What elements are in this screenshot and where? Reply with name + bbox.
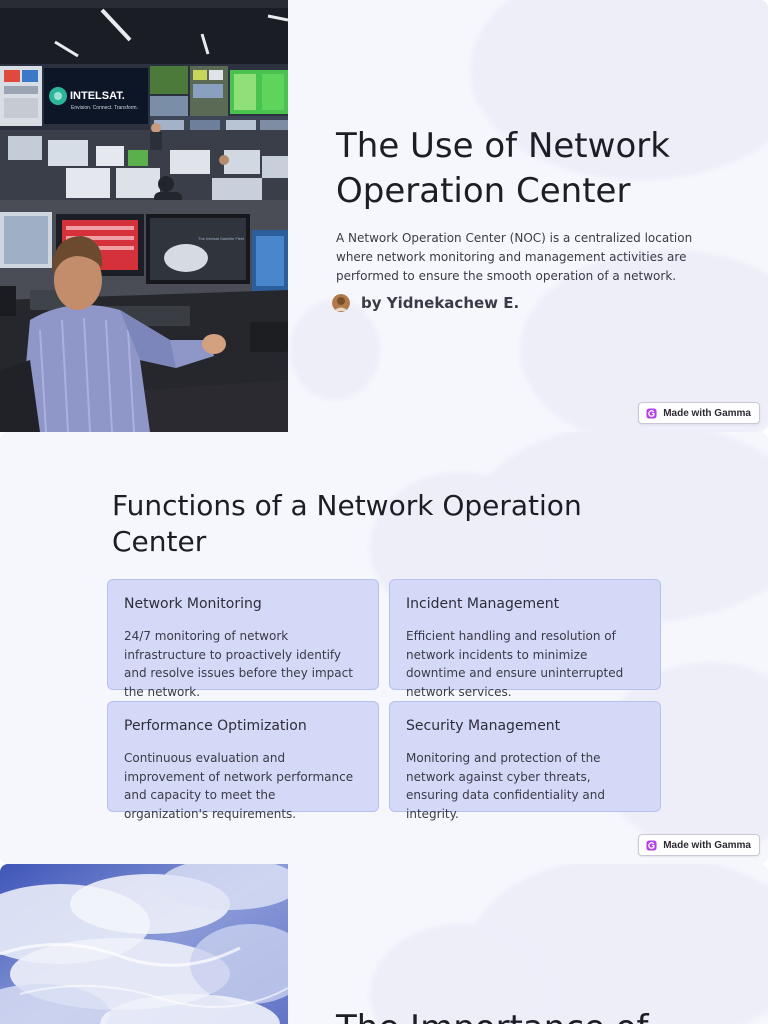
slide-3-title: The Importance of <box>336 1006 736 1024</box>
avatar-icon <box>332 294 350 312</box>
intelsat-logo-text: INTELSAT. <box>70 90 125 102</box>
noc-photo-illustration: INTELSAT. Envision. Connect. Transform. <box>0 0 288 432</box>
intelsat-tagline: Envision. Connect. Transform. <box>71 105 138 111</box>
function-card-incident-management: Incident Management Efficient handling a… <box>389 579 661 699</box>
gamma-logo-icon <box>646 839 657 851</box>
card-title: Incident Management <box>406 596 560 612</box>
function-card-network-monitoring: Network Monitoring 24/7 monitoring of ne… <box>107 579 379 699</box>
slide-1-description: A Network Operation Center (NOC) is a ce… <box>336 231 693 283</box>
author-byline: by Yidnekachew E. <box>332 294 519 312</box>
background-shape <box>290 300 380 400</box>
made-with-gamma-label: Made with Gamma <box>663 407 751 419</box>
background-shape <box>520 250 768 432</box>
made-with-gamma-badge[interactable]: Made with Gamma <box>638 402 760 424</box>
function-card-performance-optimization: Performance Optimization Continuous eval… <box>107 701 379 821</box>
noc-control-room-photo: INTELSAT. Envision. Connect. Transform. <box>0 0 288 432</box>
card-body: 24/7 monitoring of network infrastructur… <box>124 629 353 700</box>
cloud-illustration <box>0 864 288 1024</box>
card-body: Efficient handling and resolution of net… <box>406 629 624 700</box>
card-body: Monitoring and protection of the network… <box>406 751 605 822</box>
made-with-gamma-label: Made with Gamma <box>663 839 751 851</box>
card-title: Network Monitoring <box>124 596 262 612</box>
slide-functions: Functions of a Network Operation Center … <box>0 432 768 864</box>
gamma-logo-icon <box>646 407 657 419</box>
slide-importance: The Importance of <box>0 864 768 1024</box>
card-title: Security Management <box>406 718 561 734</box>
slide-2-title: Functions of a Network Operation Center <box>112 489 582 558</box>
author-avatar <box>332 294 350 312</box>
monitor-caption: The Intelsat Satellite Fleet <box>198 236 245 241</box>
slide-1-title: The Use of Network Operation Center <box>336 126 670 211</box>
abstract-cloud-image <box>0 864 288 1024</box>
function-card-security-management: Security Management Monitoring and prote… <box>389 701 661 821</box>
card-body: Continuous evaluation and improvement of… <box>124 751 354 822</box>
card-title: Performance Optimization <box>124 718 307 734</box>
made-with-gamma-badge[interactable]: Made with Gamma <box>638 834 760 856</box>
slide-title: INTELSAT. Envision. Connect. Transform. <box>0 0 768 432</box>
author-name: by Yidnekachew E. <box>361 294 520 312</box>
